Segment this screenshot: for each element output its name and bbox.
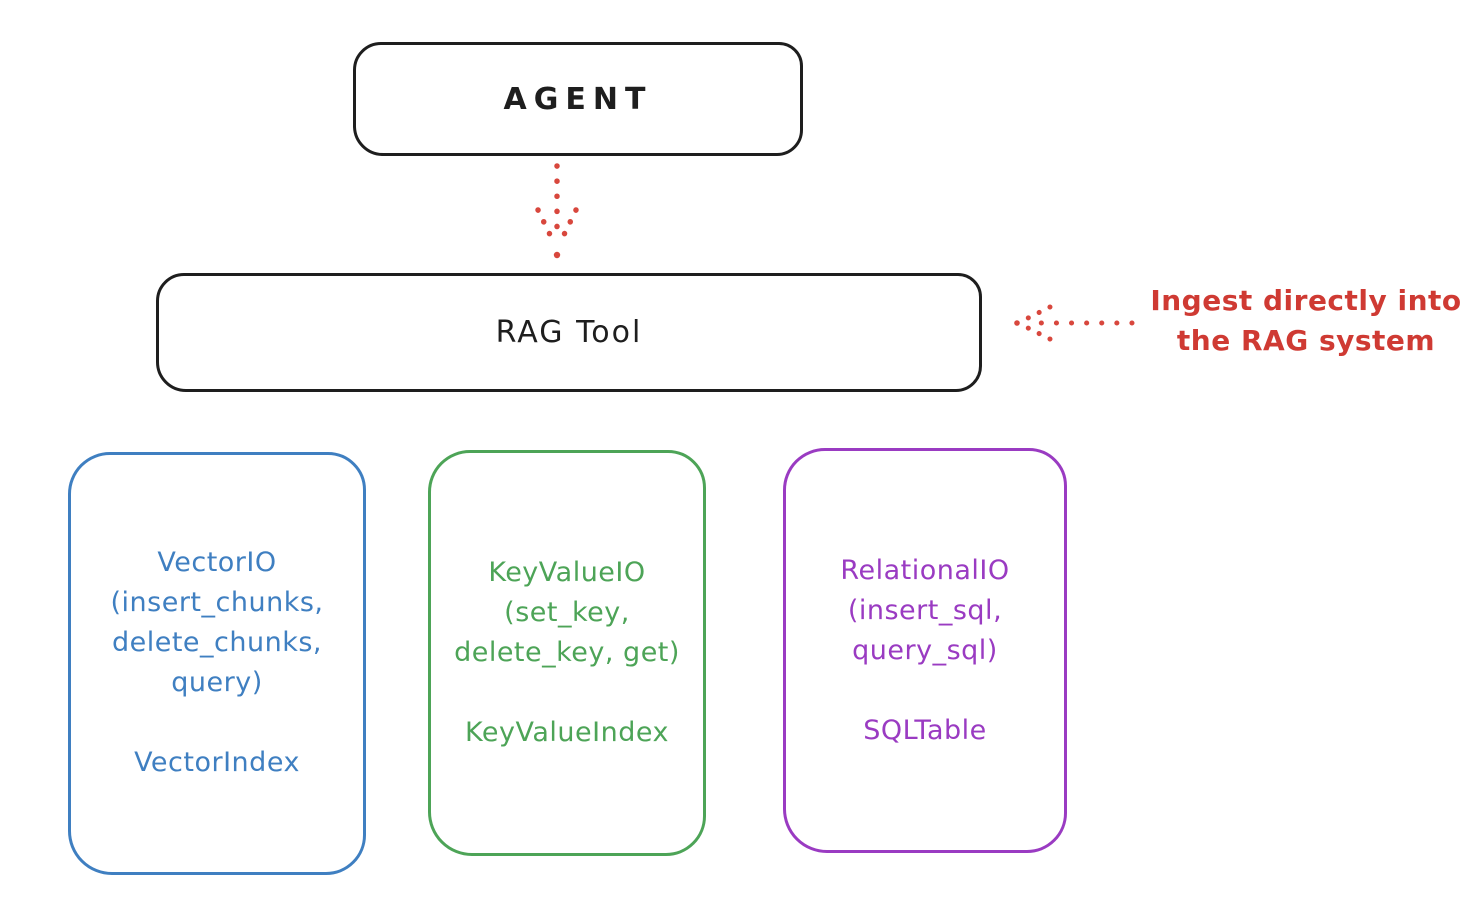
keyvalueio-methods-label: KeyValueIO (set_key, delete_key, get) <box>454 557 680 668</box>
relationalio-card: RelationalIO (insert_sql, query_sql) SQL… <box>783 448 1067 853</box>
relationalio-methods-label: RelationalIO (insert_sql, query_sql) <box>840 555 1010 666</box>
keyvalueio-index-label: KeyValueIndex <box>465 717 669 748</box>
ingest-annotation-arrow-icon <box>1014 304 1135 342</box>
keyvalueio-card: KeyValueIO (set_key, delete_key, get) Ke… <box>428 450 706 856</box>
relationalio-index-label: SQLTable <box>863 715 987 746</box>
vectorio-card: VectorIO (insert_chunks, delete_chunks, … <box>68 452 366 875</box>
agent-to-ragtool-arrow-icon <box>535 163 579 259</box>
vectorio-methods-label: VectorIO (insert_chunks, delete_chunks, … <box>110 547 324 698</box>
rag-tool-node: RAG Tool <box>156 273 982 392</box>
rag-tool-label: RAG Tool <box>495 315 643 350</box>
agent-label: AGENT <box>503 81 653 117</box>
vectorio-index-label: VectorIndex <box>134 747 300 778</box>
ingest-annotation: Ingest directly into the RAG system <box>1150 284 1462 357</box>
agent-node: AGENT <box>353 42 803 156</box>
